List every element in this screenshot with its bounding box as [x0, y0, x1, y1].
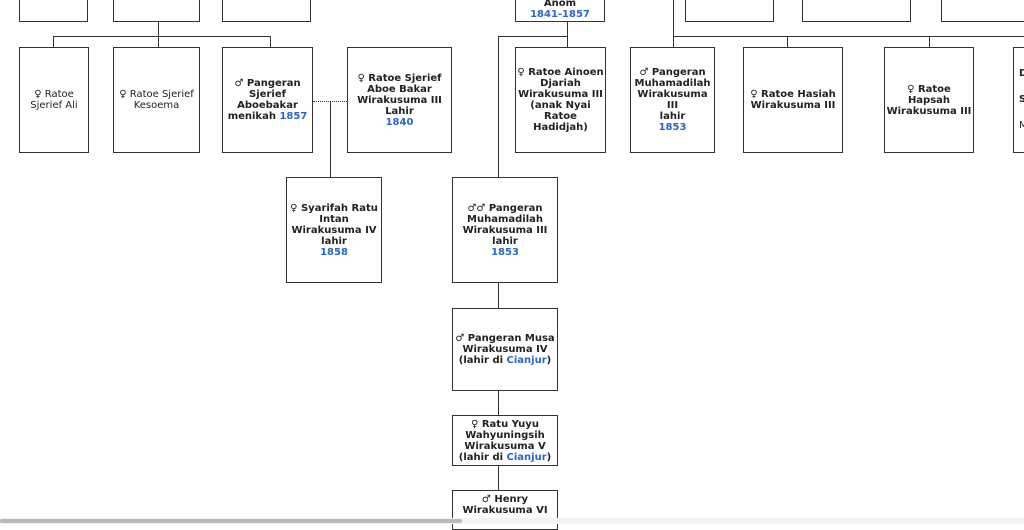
person-name: Pangeran Sjerief Aboebakar	[237, 78, 301, 111]
connector-line	[53, 36, 54, 47]
gender-icon: ♀	[357, 72, 365, 84]
person-name: Ratoe Hasiah Wirakusuma III	[750, 89, 836, 111]
event-year-link[interactable]: 1858	[320, 246, 348, 258]
top-box-anom[interactable]: Anom 1841-1857	[515, 0, 605, 22]
top-box-1[interactable]	[19, 0, 88, 22]
event-label: Lahir	[385, 105, 414, 117]
anom-years[interactable]: 1841-1857	[530, 9, 590, 20]
event-label: lahir	[321, 235, 347, 247]
connector-line	[787, 36, 788, 47]
connector-line	[567, 36, 568, 47]
event-label: (lahir di	[458, 451, 504, 463]
person-ratoe-ainoen-djariah[interactable]: ♀ Ratoe Ainoen Djariah Wirakusuma III (a…	[515, 47, 606, 153]
event-label-end: )	[546, 355, 552, 366]
connector-line	[270, 36, 271, 47]
person-ratoe-hasiah[interactable]: ♀ Ratoe Hasiah Wirakusuma III	[743, 47, 843, 153]
person-name: Ratoe Sjerief Ali	[30, 89, 78, 111]
gender-icon: ♀	[907, 83, 915, 95]
gender-icon: ♀	[517, 67, 525, 78]
person-ratoe-sjerief-kesoema[interactable]: ♀ Ratoe Sjerief Kesoema	[113, 47, 200, 153]
event-label: lahir	[492, 235, 518, 247]
top-box-3[interactable]	[222, 0, 311, 22]
person-name: Ratu Yuyu Wahyuningsih Wirakusuma V	[464, 418, 546, 452]
person-henry[interactable]: ♂ Henry Wirakusuma VI	[452, 490, 558, 530]
gender-icon: ♂♂	[467, 202, 486, 214]
person-name: Ratoe Ainoen Djariah Wirakusuma III (ana…	[518, 67, 604, 133]
gender-icon: ♀	[750, 89, 758, 100]
connector-line	[498, 466, 499, 490]
person-ratoe-hapsah[interactable]: ♀ Ratoe Hapsah Wirakusuma III	[884, 47, 974, 153]
event-label-end: )	[546, 451, 552, 463]
connector-line	[673, 0, 674, 47]
gender-icon: ♀	[290, 202, 298, 214]
gender-icon: ♀	[471, 418, 479, 430]
top-box-5[interactable]	[685, 0, 774, 22]
person-pangeran-musa[interactable]: ♂ Pangeran Musa Wirakusuma IV(lahir di C…	[452, 308, 558, 391]
horizontal-scrollbar-thumb[interactable]	[0, 519, 462, 523]
edge-text: S	[1019, 94, 1024, 105]
connector-line	[158, 22, 159, 36]
person-edge-box[interactable]: D S M	[1013, 47, 1024, 153]
anom-name: Anom	[543, 0, 577, 9]
connector-line	[498, 283, 499, 308]
connector-line	[498, 36, 568, 37]
connector-line	[158, 36, 159, 47]
event-year-link[interactable]: 1853	[658, 122, 687, 133]
person-name: Ratoe Sjerief Kesoema	[129, 89, 194, 111]
person-ratoe-sjerief-ali[interactable]: ♀ Ratoe Sjerief Ali	[19, 47, 89, 153]
top-box-2[interactable]	[113, 0, 200, 22]
gender-icon: ♀	[119, 89, 127, 100]
top-box-7[interactable]	[941, 0, 1024, 22]
event-label: (lahir di	[458, 355, 504, 366]
connector-line	[673, 36, 1024, 37]
gender-icon: ♂	[234, 78, 244, 89]
connector-line	[330, 101, 331, 177]
event-label: menikah	[227, 111, 276, 122]
event-year-link[interactable]: 1857	[279, 111, 308, 122]
person-name: Pangeran Muhamadilah Wirakusuma III	[462, 202, 548, 236]
gender-icon: ♀	[34, 89, 42, 100]
person-ratu-yuyu[interactable]: ♀ Ratu Yuyu Wahyuningsih Wirakusuma V(la…	[452, 415, 558, 466]
connector-line	[498, 391, 499, 415]
connector-line	[929, 36, 930, 47]
event-year-link[interactable]: 1853	[491, 246, 519, 258]
person-name: Ratoe Hapsah Wirakusuma III	[886, 83, 972, 117]
event-year-link[interactable]: 1840	[385, 116, 414, 128]
person-ratoe-sjerief-aboe-bakar[interactable]: ♀ Ratoe Sjerief Aboe Bakar Wirakusuma II…	[347, 47, 452, 153]
person-name: Henry Wirakusuma VI	[462, 494, 548, 516]
connector-line	[498, 36, 499, 177]
person-name: Pangeran Muhamadilah Wirakusuma III	[634, 67, 711, 111]
edge-text: D	[1019, 68, 1024, 79]
gender-icon: ♂	[639, 67, 649, 78]
horizontal-scrollbar-track[interactable]	[0, 518, 1024, 524]
edge-text: M	[1019, 120, 1024, 131]
person-name: Ratoe Sjerief Aboe Bakar Wirakusuma III	[357, 72, 442, 106]
connector-line	[567, 22, 568, 36]
place-link[interactable]: Cianjur	[506, 355, 547, 366]
person-name: Syarifah Ratu Intan Wirakusuma IV	[291, 202, 378, 236]
gender-icon: ♂	[455, 333, 465, 344]
top-box-6[interactable]	[802, 0, 911, 22]
place-link[interactable]: Cianjur	[506, 451, 547, 463]
gender-icon: ♂	[481, 494, 491, 505]
event-label: lahir	[659, 111, 686, 122]
person-name: Pangeran Musa Wirakusuma IV	[462, 333, 555, 355]
connector-line	[53, 36, 270, 37]
